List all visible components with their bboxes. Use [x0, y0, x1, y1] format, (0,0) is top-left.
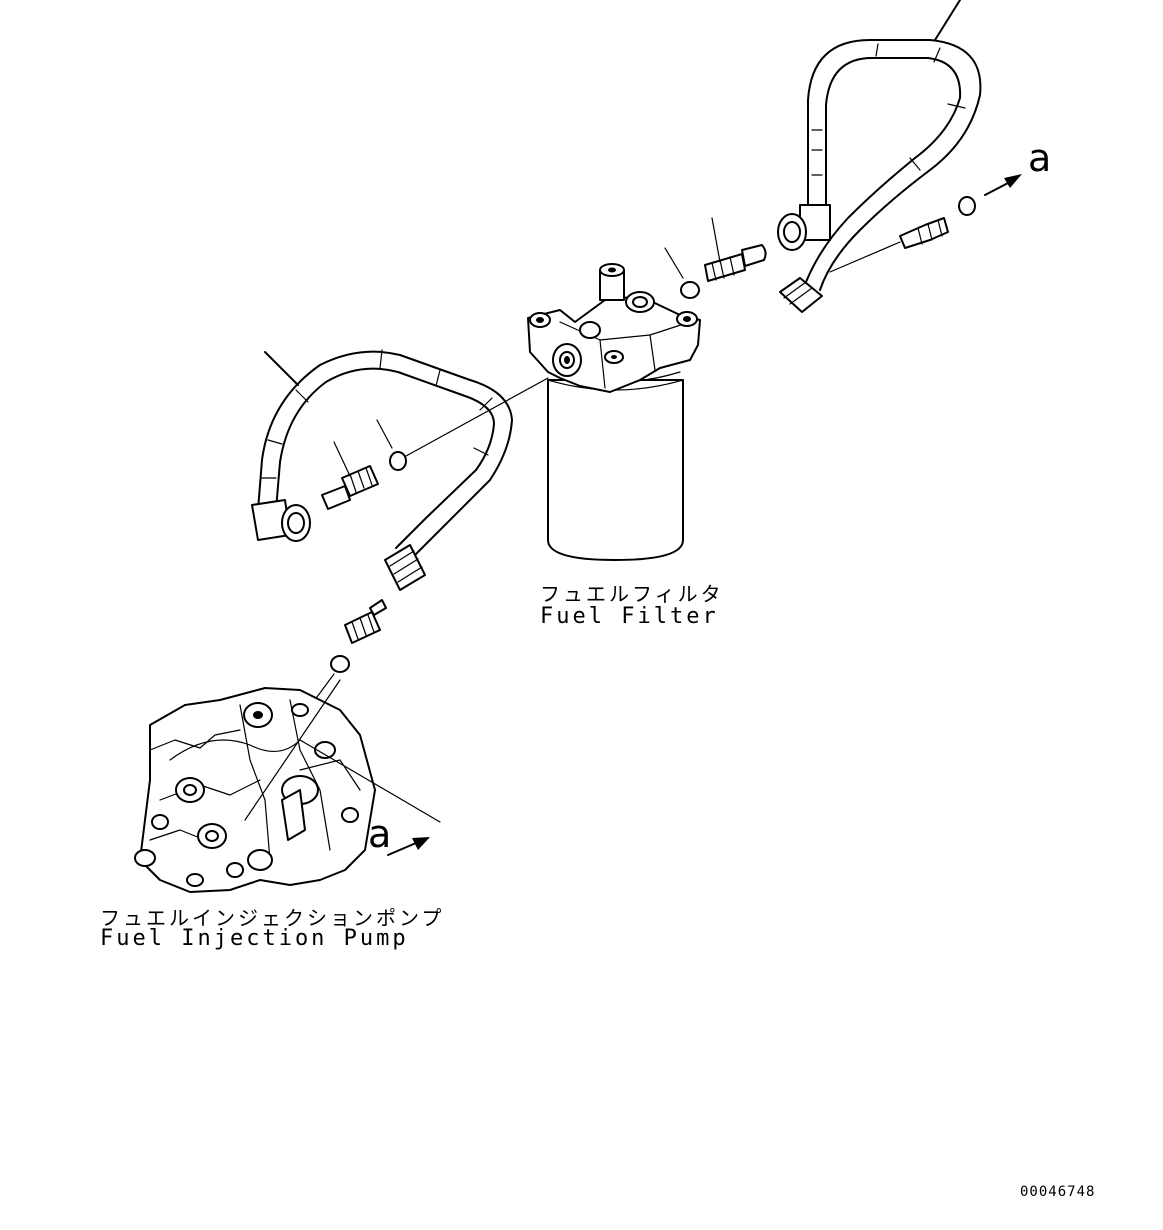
fuel-injection-pump [134, 679, 441, 893]
pump-connector [299, 599, 387, 721]
injection-pump-label-en: Fuel Injection Pump [100, 926, 409, 951]
upper-connector [704, 217, 767, 282]
right-connector [829, 174, 1022, 273]
upper-o-ring [664, 247, 700, 299]
view-reference-a-top: a [1028, 136, 1052, 180]
injection-pump-label-jp: フュエルインジェクションポンプ [100, 906, 445, 930]
left-connector [321, 441, 379, 510]
view-reference-a-bottom: a [368, 812, 392, 856]
fuel-filter-label-jp: フュエルフィルタ [540, 582, 724, 606]
upper-fuel-hose [777, 0, 982, 313]
left-o-ring [376, 377, 549, 471]
drawing-number: 00046748 [1020, 1184, 1096, 1200]
fuel-filter-label-en: Fuel Filter [540, 604, 719, 629]
fuel-filter [527, 263, 701, 561]
lower-fuel-hose [251, 349, 513, 591]
